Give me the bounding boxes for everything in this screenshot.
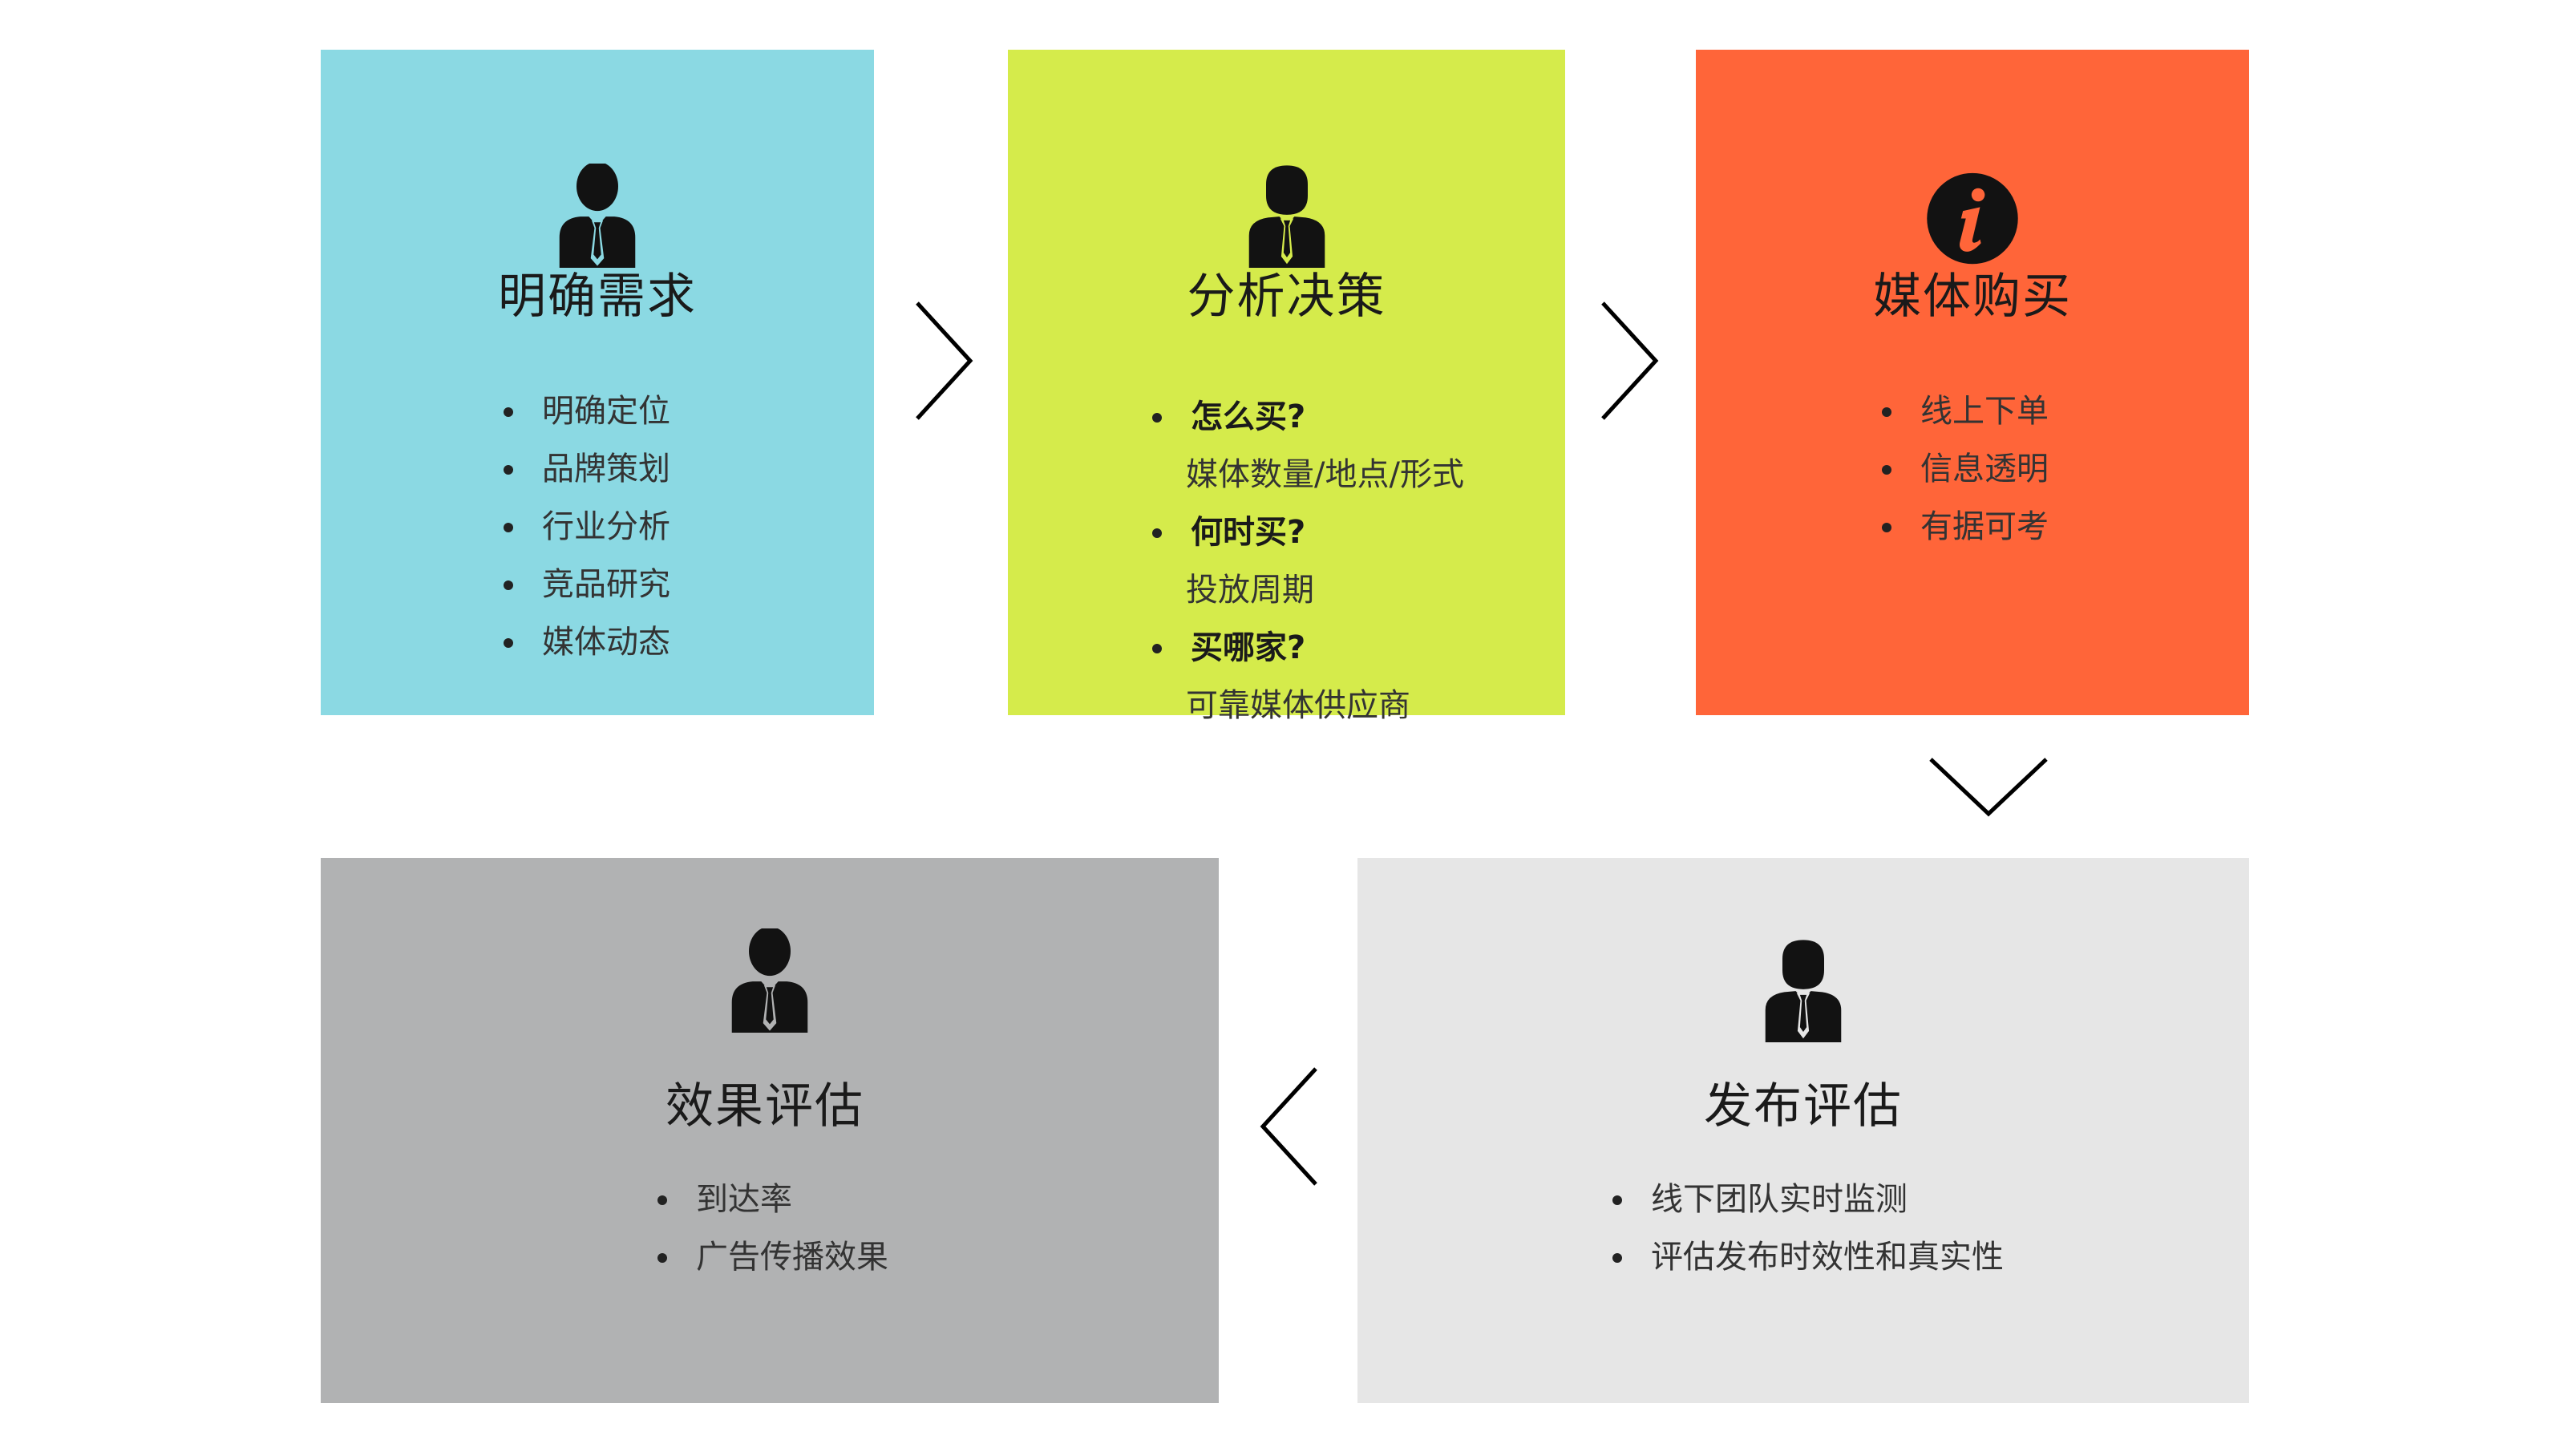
- card-publish-evaluation: 发布评估 线下团队实时监测 评估发布时效性和真实性: [1357, 858, 2249, 1403]
- bullet-list: 线上下单 信息透明 有据可考: [1882, 382, 2049, 556]
- question-answer: 投放周期: [1186, 572, 1314, 609]
- info-icon: [1924, 164, 2021, 268]
- list-item: 评估发布时效性和真实性: [1612, 1228, 2004, 1286]
- person-icon: [722, 928, 818, 1033]
- list-item: 媒体动态: [504, 613, 670, 671]
- question-item: 买哪家?: [1152, 619, 1464, 677]
- card-effect-evaluation: 效果评估 到达率 广告传播效果: [321, 858, 1219, 1403]
- list-item: 信息透明: [1882, 440, 2049, 498]
- card-analysis: 分析决策 怎么买? 媒体数量/地点/形式 何时买? 投放周期 买哪家? 可靠媒体…: [1008, 50, 1565, 724]
- person-icon: [549, 164, 645, 268]
- arrow-down-icon: [1924, 750, 2053, 822]
- arrow-left-icon: [1255, 1062, 1327, 1191]
- list-item: 有据可考: [1882, 498, 2049, 556]
- businessman-icon: [1239, 164, 1335, 268]
- bullet-list: 到达率 广告传播效果: [657, 1171, 888, 1286]
- question-answer: 媒体数量/地点/形式: [1186, 456, 1464, 493]
- question-label: 怎么买?: [1191, 398, 1306, 435]
- arrow-right-icon: [1592, 297, 1664, 425]
- question-item: 怎么买?: [1152, 388, 1464, 446]
- list-item: 到达率: [657, 1171, 888, 1228]
- list-item: 明确定位: [504, 382, 670, 440]
- question-label: 何时买?: [1191, 514, 1306, 551]
- list-item: 竞品研究: [504, 556, 670, 613]
- question-answer: 可靠媒体供应商: [1186, 687, 1410, 724]
- card-title: 效果评估: [666, 1078, 864, 1134]
- question-label: 买哪家?: [1191, 629, 1306, 666]
- card-title: 媒体购买: [1873, 269, 2072, 325]
- list-item: 线上下单: [1882, 382, 2049, 440]
- list-item: 行业分析: [504, 498, 670, 556]
- card-media-buying: 媒体购买 线上下单 信息透明 有据可考: [1696, 50, 2249, 715]
- businessman-icon: [1755, 938, 1851, 1042]
- card-requirements: 明确需求 明确定位 品牌策划 行业分析 竞品研究 媒体动态: [321, 50, 874, 715]
- question-list: 怎么买? 媒体数量/地点/形式 何时买? 投放周期 买哪家? 可靠媒体供应商: [1152, 388, 1464, 734]
- list-item: 线下团队实时监测: [1612, 1171, 2004, 1228]
- list-item: 品牌策划: [504, 440, 670, 498]
- card-title: 明确需求: [498, 269, 697, 325]
- bullet-list: 明确定位 品牌策划 行业分析 竞品研究 媒体动态: [504, 382, 670, 671]
- list-item: 广告传播效果: [657, 1228, 888, 1286]
- arrow-right-icon: [906, 297, 978, 425]
- bullet-list: 线下团队实时监测 评估发布时效性和真实性: [1612, 1171, 2004, 1286]
- card-title: 分析决策: [1187, 269, 1386, 325]
- card-title: 发布评估: [1704, 1078, 1903, 1134]
- question-item: 何时买?: [1152, 504, 1464, 561]
